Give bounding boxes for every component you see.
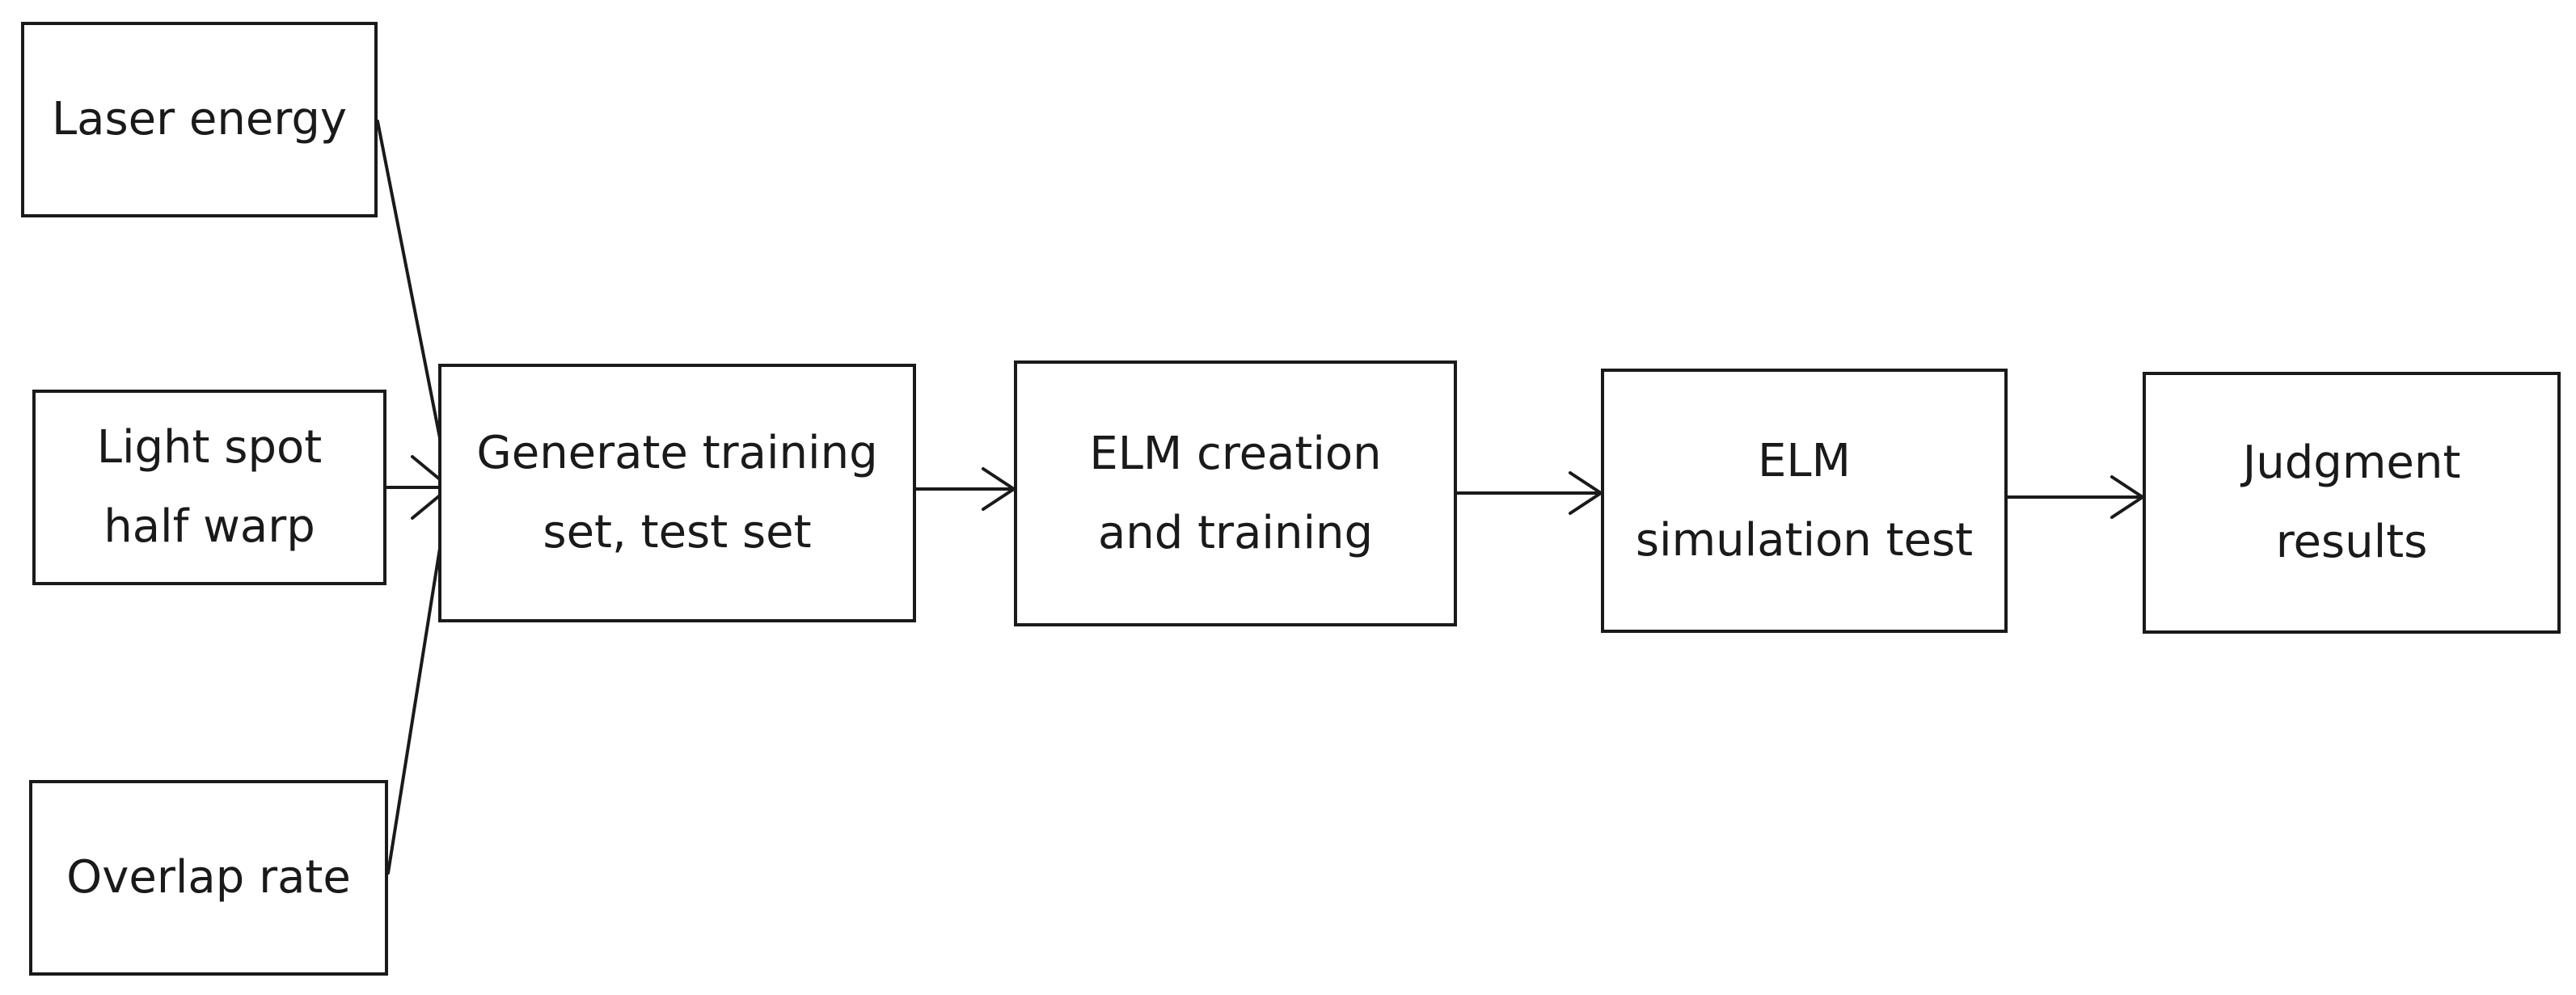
step-box-elm-creation: ELM creation and training [1014, 360, 1457, 626]
connector-laser-to-generate [376, 120, 451, 489]
label-light-spot: Light spot half warp [96, 421, 323, 553]
input-box-laser-energy: Laser energy [21, 22, 378, 217]
step-box-generate-sets: Generate training set, test set [438, 364, 916, 622]
label-elm-creation: ELM creation and training [1089, 427, 1382, 559]
label-elm-simulation: ELM simulation test [1635, 434, 1974, 567]
input-box-light-spot: Light spot half warp [32, 390, 386, 585]
step-box-elm-simulation: ELM simulation test [1601, 369, 2008, 633]
label-judgment-results: Judgment results [2242, 436, 2461, 568]
label-laser-energy: Laser energy [51, 93, 348, 145]
label-overlap-rate: Overlap rate [66, 851, 351, 904]
input-box-overlap-rate: Overlap rate [29, 780, 388, 976]
step-box-judgment-results: Judgment results [2143, 372, 2561, 634]
label-generate-sets: Generate training set, test set [476, 427, 878, 559]
